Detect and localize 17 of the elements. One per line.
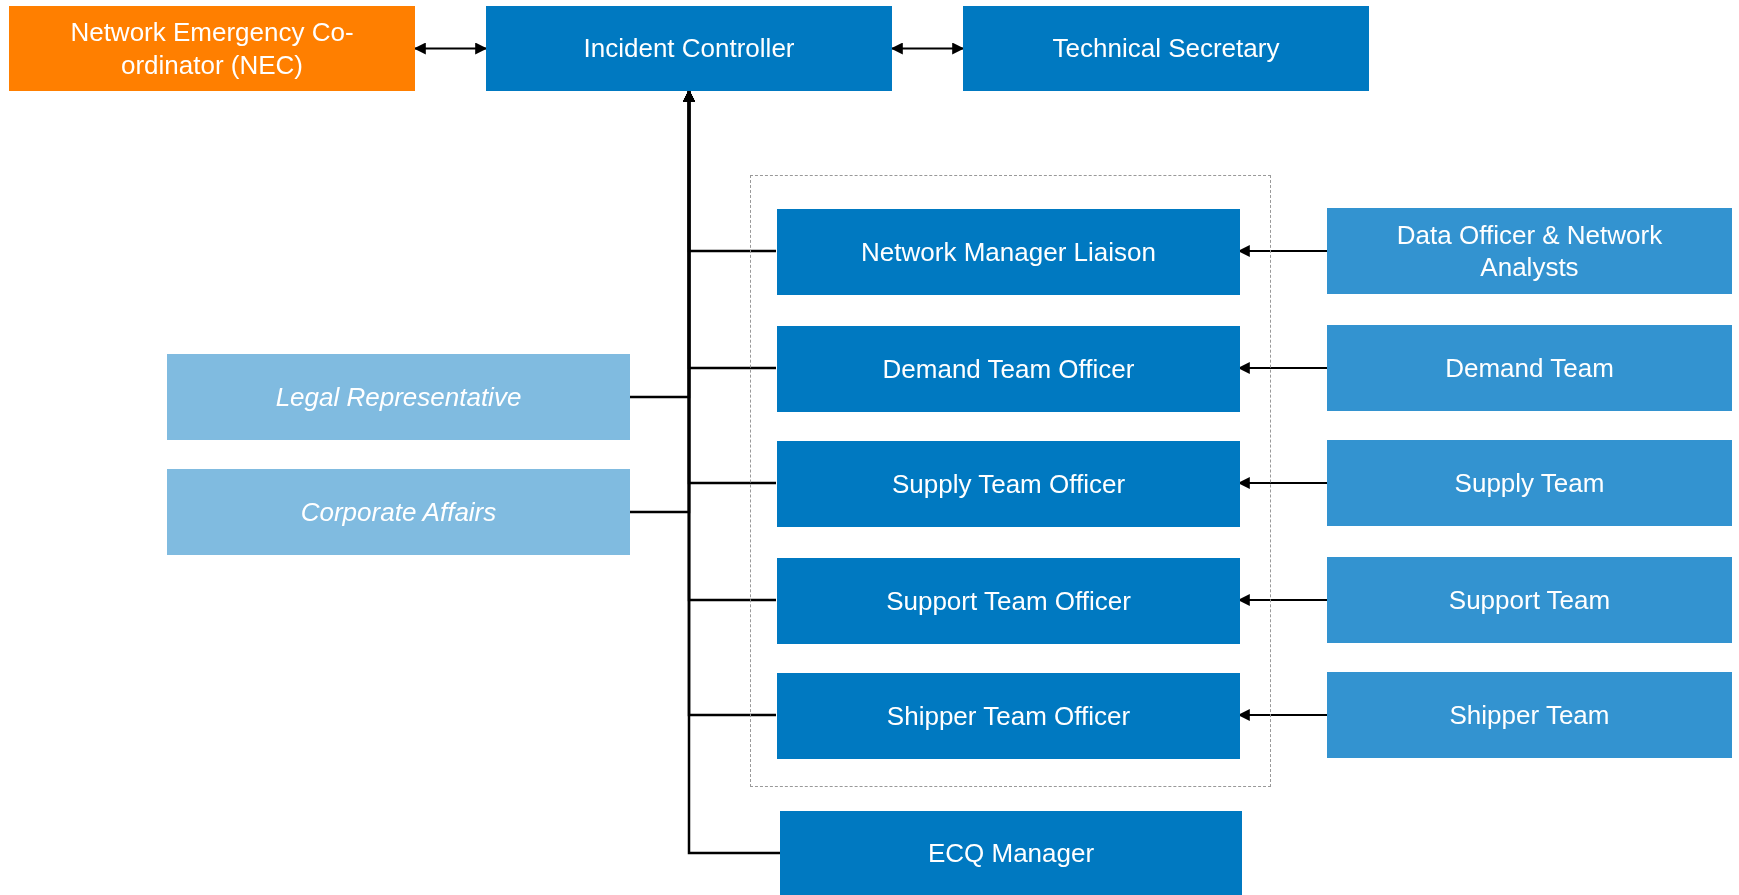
role-box: Network Manager Liaison [777,209,1240,295]
role-box: Shipper Team Officer [777,673,1240,759]
role-box: Supply Team [1327,440,1732,526]
role-box: Demand Team Officer [777,326,1240,412]
role-box: Data Officer & Network Analysts [1327,208,1732,294]
role-box: Support Team Officer [777,558,1240,644]
role-box: Technical Secretary [963,6,1369,91]
role-box: Supply Team Officer [777,441,1240,527]
role-box: Shipper Team [1327,672,1732,758]
role-box: Incident Controller [486,6,892,91]
dashed-group-box [750,175,1271,787]
role-box: Support Team [1327,557,1732,643]
role-box: Legal Representative [167,354,630,440]
role-box: Network Emergency Co-ordinator (NEC) [9,6,415,91]
role-box: ECQ Manager [780,811,1242,895]
role-box: Demand Team [1327,325,1732,411]
role-box: Corporate Affairs [167,469,630,555]
